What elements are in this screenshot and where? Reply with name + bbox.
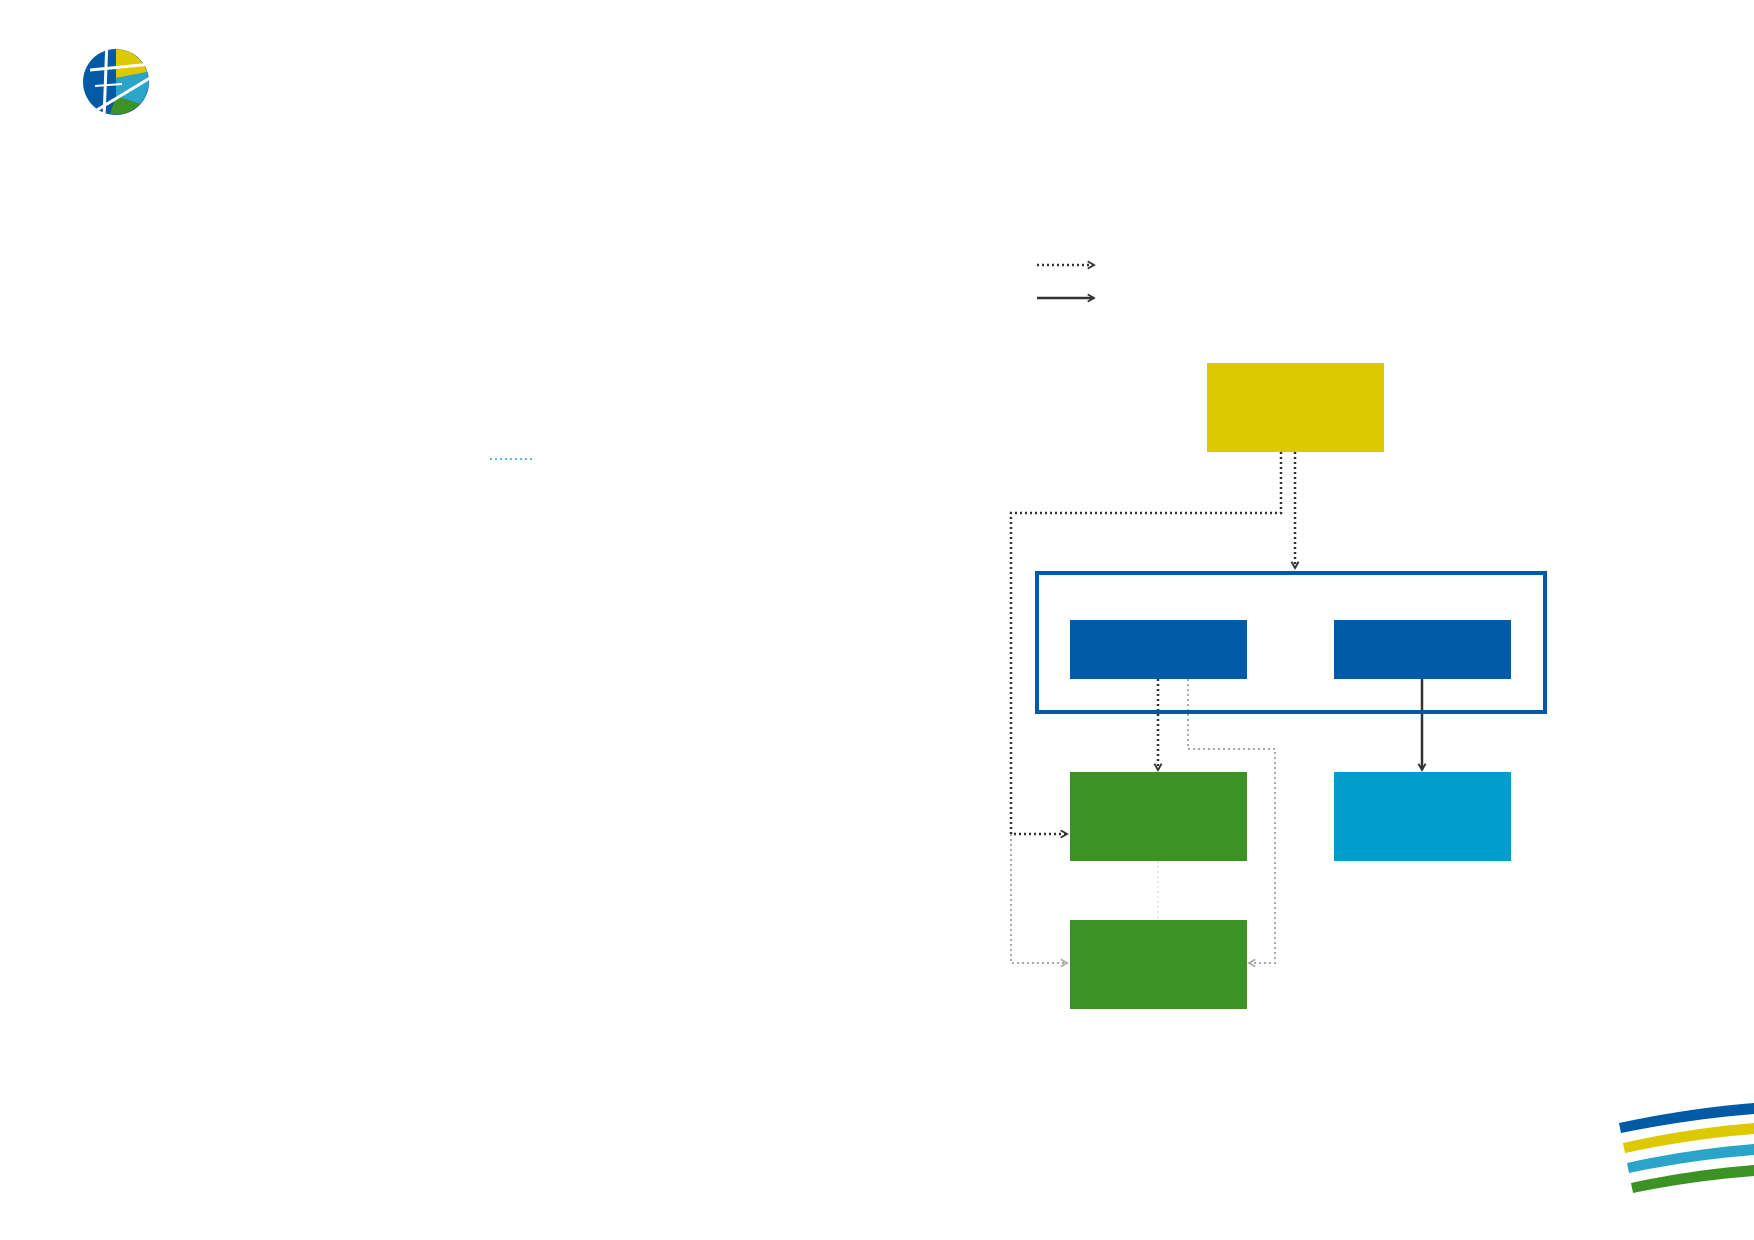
- globe-logo-icon: [83, 39, 153, 119]
- diagram-nodes: [1035, 363, 1547, 1009]
- edge-inner-left-to-bottom-left: [1187, 679, 1276, 963]
- node-inner-right: [1334, 620, 1511, 679]
- edge-top-to-bottom-left: [1010, 834, 1067, 963]
- brand-stripes-icon: [1619, 1103, 1754, 1193]
- node-mid-left: [1070, 772, 1247, 861]
- edge-top-to-mid-left: [1009, 452, 1283, 834]
- node-top: [1207, 363, 1384, 452]
- legend: [1037, 265, 1094, 298]
- node-mid-right: [1334, 772, 1511, 861]
- node-bottom-left: [1070, 920, 1247, 1009]
- group-frame: [1035, 571, 1547, 714]
- node-inner-left: [1070, 620, 1247, 679]
- diagram-edges: [1009, 452, 1422, 963]
